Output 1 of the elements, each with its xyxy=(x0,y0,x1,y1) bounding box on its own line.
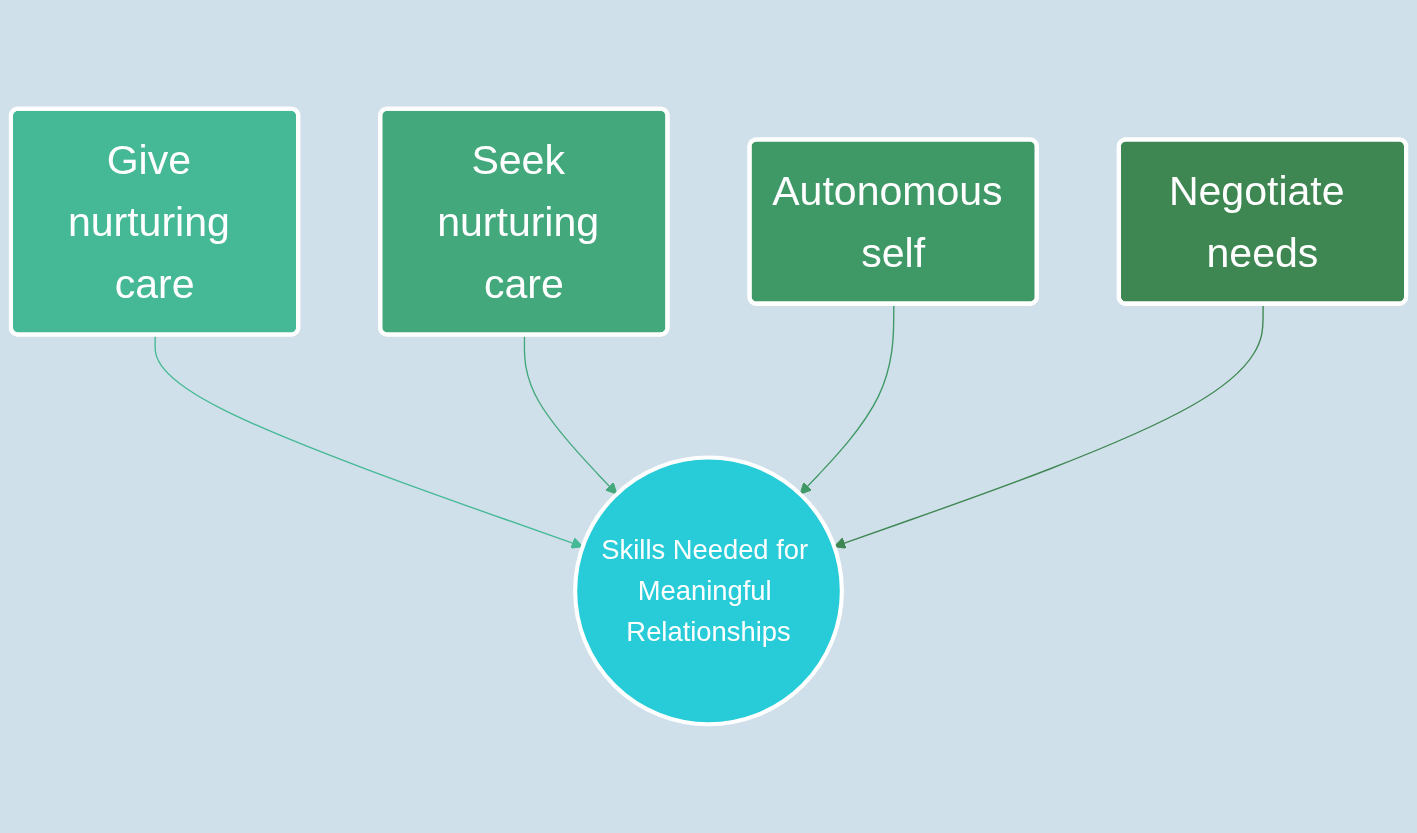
node-circle: Skills Needed for Meaningful Relationships xyxy=(573,455,844,727)
